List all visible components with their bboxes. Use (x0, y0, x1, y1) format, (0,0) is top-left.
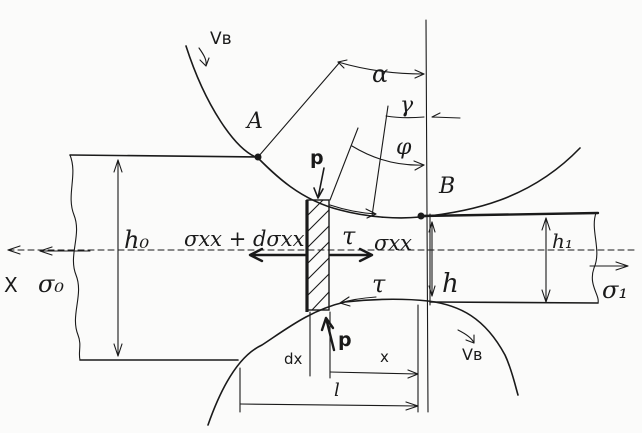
alpha-arrow-left (337, 59, 348, 69)
roll-speed-top-label: Vв (210, 29, 232, 49)
h0-arrow-top (113, 159, 123, 173)
exit-stress-arrow (589, 261, 629, 271)
gamma-pointer (431, 112, 461, 119)
h0-arrow-bottom (113, 343, 123, 357)
point-a-label: A (245, 109, 263, 134)
entry-thickness-label: h₀ (124, 226, 149, 254)
upper-roll-arc (185, 45, 581, 219)
h1-arrow-bottom (541, 289, 551, 303)
stress-left-label: σxx + dσxx (184, 227, 305, 251)
point-b-marker (417, 212, 425, 220)
radius-line-gamma (371, 105, 389, 217)
coordinate-x-label: x (380, 348, 389, 366)
lower-roll-arc (207, 298, 519, 426)
left-stress-arrow (248, 247, 308, 263)
strip-top-exit (418, 211, 600, 218)
stress-right-label: σxx (374, 231, 412, 255)
right-stress-arrow (328, 247, 374, 263)
phi-arrow (413, 160, 425, 171)
strip-top-entry (69, 154, 259, 158)
point-b-label: B (438, 174, 455, 199)
l-dimension-line (239, 401, 419, 411)
shear-top-label: τ (342, 222, 356, 250)
contact-length-label: l (334, 380, 340, 401)
axis-x-label: X (4, 273, 18, 297)
exit-stress-label: σ₁ (602, 276, 628, 304)
x-dimension-line (329, 369, 419, 379)
radius-line-phi (329, 127, 359, 201)
phi-label: φ (396, 135, 412, 160)
element-dx (306, 199, 330, 311)
top-shear-arrow (329, 204, 377, 219)
element-width-label: dx (284, 350, 303, 368)
roll-rotation-arrow-bottom (457, 329, 475, 344)
strip-left-edge (69, 154, 81, 361)
roll-speed-bottom-label: Vв (462, 345, 482, 364)
top-pressure-arrow (313, 167, 325, 199)
strip-right-edge (591, 212, 599, 304)
shear-bottom-label: τ (372, 270, 386, 298)
alpha-arc (337, 61, 425, 75)
roll-center-line (425, 19, 429, 413)
h-arrow-bottom (428, 285, 436, 297)
entry-stress-label: σ₀ (38, 270, 64, 298)
h1-arrow-top (541, 217, 551, 231)
pressure-bottom-label: p (338, 329, 352, 351)
bottom-shear-arrow (339, 296, 377, 307)
gamma-label: γ (400, 93, 414, 118)
h-arrow-top (428, 221, 436, 233)
local-thickness-label: h (442, 269, 459, 299)
entry-stress-arrow (39, 246, 91, 256)
strip-bottom-exit (429, 301, 599, 304)
alpha-arrow-right (414, 69, 425, 79)
alpha-label: α (372, 60, 388, 88)
phi-arc (351, 145, 425, 166)
element-hatching (306, 199, 330, 311)
pressure-top-label: p (310, 147, 324, 169)
radius-line-a (257, 61, 341, 158)
bottom-pressure-arrow (320, 316, 336, 352)
exit-thickness-label: h₁ (552, 229, 573, 253)
gamma-arc (385, 115, 425, 119)
axis-arrow-left (7, 245, 21, 255)
roll-rotation-arrow-top (198, 47, 210, 67)
